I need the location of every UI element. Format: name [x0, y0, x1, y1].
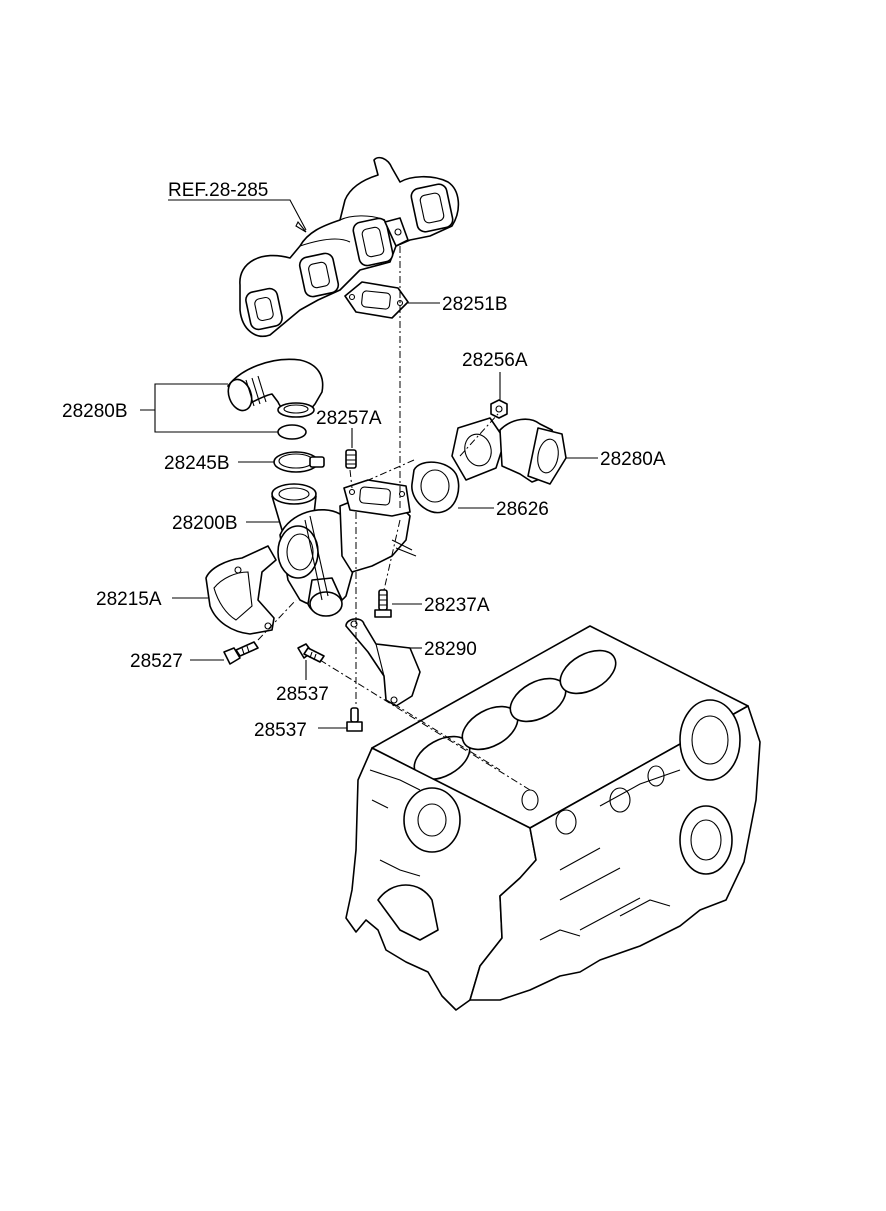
- bolt-28527: [223, 641, 259, 665]
- engine-block: [345, 625, 761, 1011]
- label-28245B: 28245B: [164, 453, 230, 474]
- label-28537-lower: 28537: [254, 720, 307, 741]
- center-lines: [257, 246, 531, 791]
- o-ring: [277, 424, 307, 440]
- bolt-28537-upper: [297, 643, 325, 663]
- label-28215A: 28215A: [96, 589, 162, 610]
- label-28257A: 28257A: [316, 408, 382, 429]
- exhaust-pipe-28280A: [451, 417, 567, 485]
- nut-28256A: [490, 399, 508, 419]
- label-28237A: 28237A: [424, 595, 490, 616]
- exhaust-manifold: [239, 156, 460, 337]
- part-labels: REF.28-285 28251B 28256A 28280B 28257A 2…: [62, 180, 666, 741]
- leader-lines: [140, 199, 598, 729]
- label-28251B: 28251B: [442, 294, 508, 315]
- label-28280B: 28280B: [62, 401, 128, 422]
- label-28256A: 28256A: [462, 350, 528, 371]
- label-28537-upper: 28537: [276, 684, 329, 705]
- stud-28257A: [345, 449, 357, 469]
- bolt-28537-lower: [346, 707, 363, 732]
- gasket-28626: [411, 461, 460, 514]
- gasket-28251B: [344, 281, 409, 319]
- ref-label: REF.28-285: [168, 180, 268, 201]
- elbow-pipe-28280B: [227, 358, 324, 418]
- hose-clamp-28245B: [273, 451, 325, 473]
- heat-shield-28215A: [205, 545, 277, 635]
- label-28280A: 28280A: [600, 449, 666, 470]
- label-28527: 28527: [130, 651, 183, 672]
- turbocharger-28200B: [271, 479, 417, 617]
- label-28290: 28290: [424, 639, 477, 660]
- label-28200B: 28200B: [172, 513, 238, 534]
- label-28626: 28626: [496, 499, 549, 520]
- bolt-28237A: [374, 589, 392, 618]
- bracket-28290: [345, 618, 421, 707]
